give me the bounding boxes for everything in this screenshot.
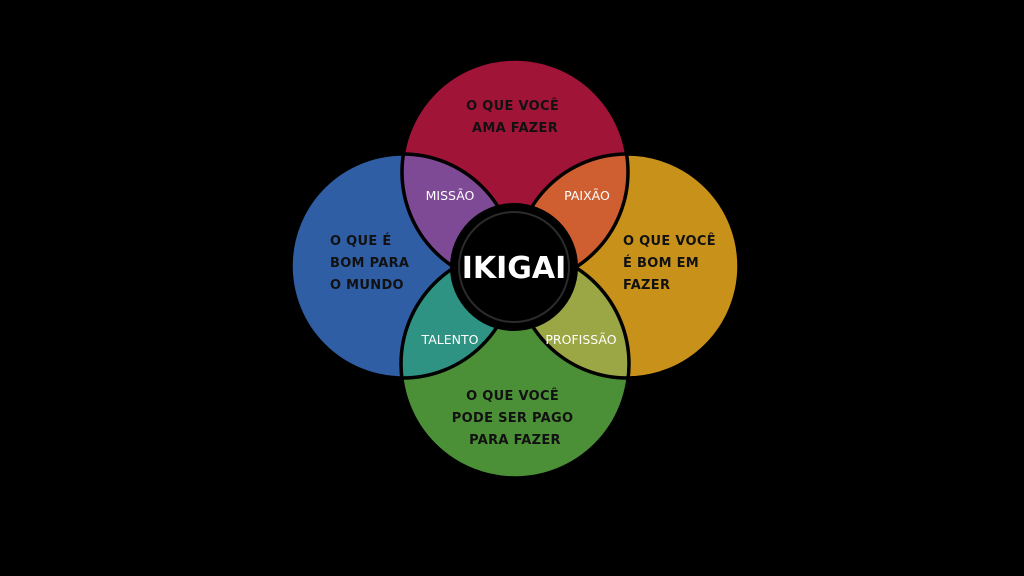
center-disc [450, 203, 578, 331]
label-paid-for: O QUE VOCÊ PODE SER PAGO PARA FAZER [452, 388, 578, 448]
label-talento: TALENTO [421, 332, 479, 347]
label-missao: MISSÃO [426, 188, 475, 203]
label-ikigai: IKIGAI [462, 251, 567, 286]
label-paixao: PAIXÃO [564, 188, 610, 203]
label-good-at: O QUE VOCÊ É BOM EM FAZER [623, 233, 721, 293]
center-ring [458, 211, 570, 323]
label-profissao: PROFISSÃO [545, 332, 616, 347]
label-love: O QUE VOCÊ AMA FAZER [466, 98, 564, 136]
label-world-needs: O QUE É BOM PARA O MUNDO [330, 233, 414, 293]
